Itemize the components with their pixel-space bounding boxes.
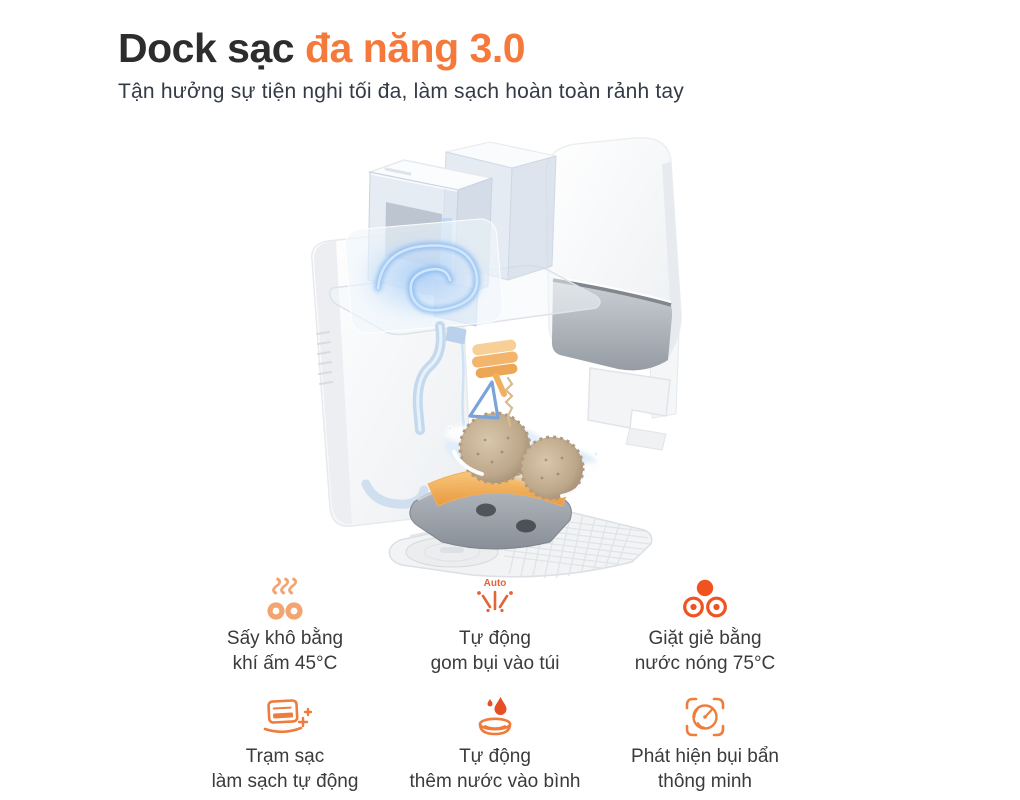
dock-right-tower xyxy=(545,136,682,451)
header: Dock sạc đa năng 3.0 Tận hưởng sự tiện n… xyxy=(118,25,684,104)
heater-module xyxy=(344,218,504,435)
feature-line: Trạm sạc xyxy=(245,746,325,768)
auto-dust-collect-icon: Auto xyxy=(467,574,523,622)
warm-air-dry-icon xyxy=(257,574,313,622)
feature-line: thông minh xyxy=(657,771,752,793)
auto-text: Auto xyxy=(484,578,507,589)
feature-grid: Sấy khô bằng khí ấm 45°C Auto xyxy=(185,574,805,795)
feature-label: Sấy khô bằng khí ấm 45°C xyxy=(227,627,343,676)
feature-line: Sấy khô bằng xyxy=(226,628,344,649)
page-title: Dock sạc đa năng 3.0 xyxy=(118,25,684,71)
feature-hot-water-wash: Giặt giẻ bằng nước nóng 75°C xyxy=(605,574,805,676)
feature-warm-air-dry: Sấy khô bằng khí ấm 45°C xyxy=(185,574,385,676)
feature-label: Trạm sạc làm sạch tự động xyxy=(212,745,359,794)
feature-line: Tự động xyxy=(459,628,531,649)
feature-auto-water-refill: Tự động thêm nước vào bình xyxy=(395,692,595,794)
title-main: Dock sạc xyxy=(118,25,295,71)
feature-label: Tự động thêm nước vào bình xyxy=(410,745,581,794)
feature-label: Tự động gom bụi vào túi xyxy=(431,627,560,676)
feature-line: Tự động xyxy=(459,746,531,768)
feature-label: Giặt giẻ bằng nước nóng 75°C xyxy=(635,627,776,676)
feature-line: thêm nước vào bình xyxy=(409,771,581,793)
dock-exploded-view-illustration xyxy=(311,136,682,578)
hot-water-mop-wash-icon xyxy=(677,574,733,622)
feature-line: Phát hiện bụi bẩn xyxy=(631,746,779,768)
feature-line: làm sạch tự động xyxy=(211,771,359,793)
page-subtitle: Tận hưởng sự tiện nghi tối đa, làm sạch … xyxy=(118,80,684,104)
smart-dirt-detection-icon xyxy=(677,692,733,740)
feature-line: khí ấm 45°C xyxy=(232,652,338,674)
title-accent: đa năng 3.0 xyxy=(304,25,526,71)
feature-line: Giặt giẻ bằng xyxy=(648,628,762,649)
feature-line: gom bụi vào túi xyxy=(430,652,560,674)
feature-auto-dust-collect: Auto Tự động gom bụi vào túi xyxy=(395,574,595,676)
feature-label: Phát hiện bụi bẩn thông minh xyxy=(631,745,779,794)
auto-water-refill-icon xyxy=(467,692,523,740)
feature-smart-dirt-detection: Phát hiện bụi bẩn thông minh xyxy=(605,692,805,794)
mop-pads-washing xyxy=(445,411,606,501)
feature-self-clean-dock: Trạm sạc làm sạch tự động xyxy=(185,692,385,794)
self-clean-dock-icon xyxy=(257,692,313,740)
pump-assembly xyxy=(468,339,518,428)
feature-line: nước nóng 75°C xyxy=(634,652,776,674)
